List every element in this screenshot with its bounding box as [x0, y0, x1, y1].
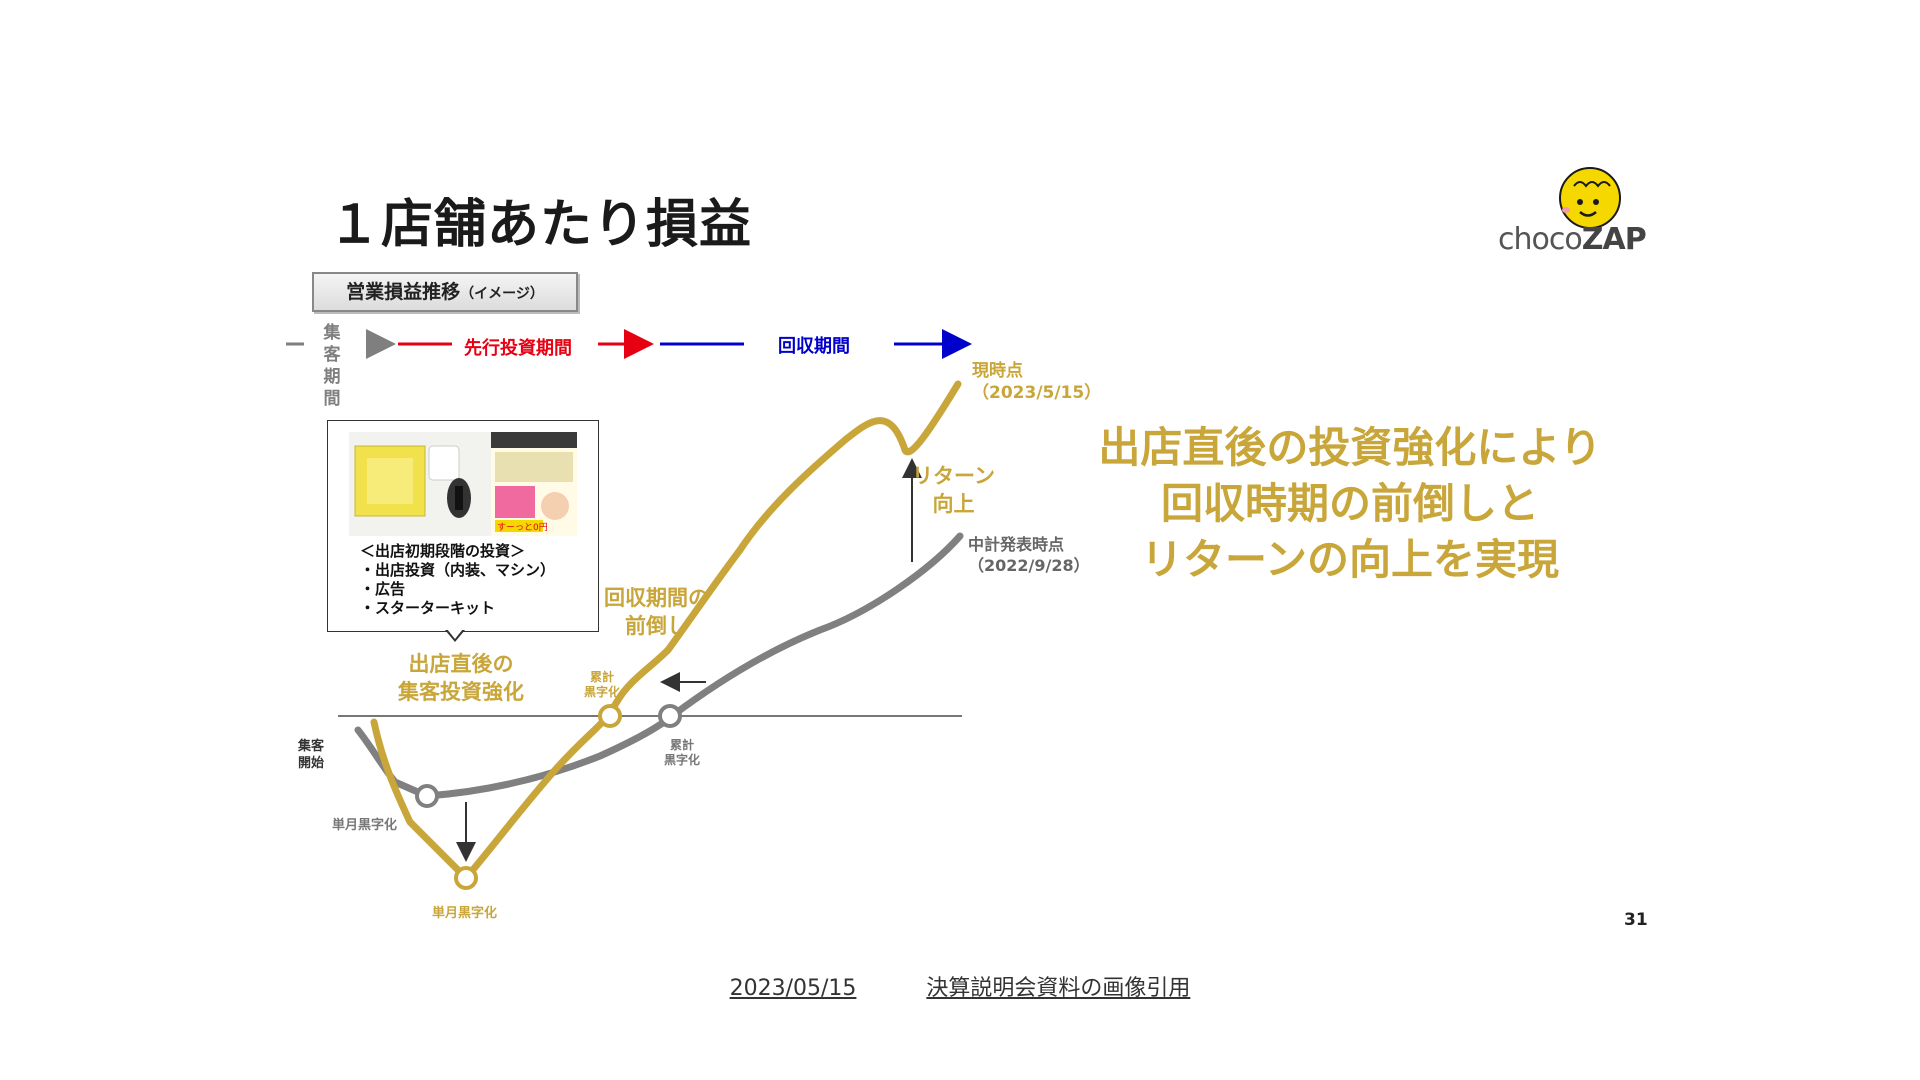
recovery-advance-line2: 前倒し: [625, 614, 688, 638]
current-line: [370, 380, 962, 882]
key-message: 出店直後の投資強化により 回収時期の前倒しと リターンの向上を実現: [1060, 420, 1640, 588]
current-point-date: （2023/5/15）: [972, 383, 1102, 403]
return-up-label: リターン 向上: [912, 462, 995, 518]
current-point-label: 現時点 （2023/5/15）: [972, 360, 1101, 404]
key-message-line3: リターンの向上を実現: [1141, 535, 1559, 584]
callout-item: ・出店投資（内装、マシン）: [360, 561, 556, 579]
page-title: １店舗あたり損益: [328, 195, 753, 255]
cum-black-current-line1: 累計: [590, 670, 615, 684]
invest-strengthen-line1: 出店直後の: [408, 652, 514, 676]
plan-point-label: 中計発表時点 （2022/9/28）: [968, 534, 1090, 576]
return-up-line1: リターン: [912, 464, 995, 488]
page-number: 31: [1624, 910, 1648, 930]
marker-monthly-black-current: [454, 866, 478, 890]
starter-kit-image: すーっと0円: [349, 432, 577, 536]
callout-item: ・広告: [360, 580, 406, 598]
marker-cum-black-current: [598, 704, 622, 728]
cum-black-current-line2: 黒字化: [584, 685, 621, 699]
chart-subtitle: 営業損益推移: [346, 281, 461, 303]
logo-text-right: ZAP: [1581, 222, 1647, 257]
attract-start-line1: 集客: [298, 739, 325, 754]
chart-subtitle-note: （イメージ）: [460, 286, 544, 302]
marker-cum-black-plan: [658, 704, 682, 728]
monthly-black-plan-label: 単月黒字化: [332, 818, 398, 833]
footer-caption: 2023/05/15 決算説明会資料の画像引用: [0, 970, 1920, 1002]
cum-black-plan-line1: 累計: [670, 738, 695, 752]
plan-point-date: （2022/9/28）: [968, 556, 1090, 575]
recovery-advance-label: 回収期間の 前倒し: [604, 584, 709, 640]
period-label-attract: 集客期間: [323, 323, 341, 409]
callout-item: ・スターターキット: [360, 599, 496, 617]
cum-black-current-label: 累計 黒字化: [584, 670, 620, 700]
cum-black-plan-label: 累計 黒字化: [664, 738, 700, 768]
logo-wordmark: chocoZAP: [1498, 222, 1647, 257]
invest-strengthen-label: 出店直後の 集客投資強化: [398, 650, 524, 706]
chart-subtitle-box: 営業損益推移（イメージ）: [312, 272, 578, 312]
marker-monthly-black-plan: [415, 784, 439, 808]
attract-start-label: 集客 開始: [298, 738, 324, 772]
footer-date: 2023/05/15: [729, 976, 857, 1001]
callout-heading: ＜出店初期段階の投資＞: [360, 542, 526, 560]
monthly-black-current-label: 単月黒字化: [432, 906, 498, 921]
attract-start-line2: 開始: [298, 756, 325, 771]
key-message-line1: 出店直後の投資強化により: [1098, 423, 1602, 472]
key-message-line2: 回収時期の前倒しと: [1160, 479, 1539, 528]
recovery-advance-line1: 回収期間の: [604, 586, 709, 610]
period-label-recovery: 回収期間: [778, 336, 850, 357]
callout-pointer-inner: [447, 629, 463, 639]
plan-point-title: 中計発表時点: [968, 535, 1065, 554]
logo-text-left: choco: [1498, 222, 1583, 257]
callout-text: ＜出店初期段階の投資＞ ・出店投資（内装、マシン） ・広告 ・スターターキット: [360, 542, 555, 618]
cum-black-plan-line2: 黒字化: [664, 753, 701, 767]
banner-text: すーっと0円: [497, 522, 548, 533]
period-label-invest: 先行投資期間: [464, 338, 572, 359]
return-up-line2: 向上: [932, 492, 975, 516]
current-point-title: 現時点: [972, 361, 1023, 381]
chocozap-logo-icon: [1559, 167, 1621, 229]
footer-caption-text: 決算説明会資料の画像引用: [926, 976, 1191, 1001]
invest-strengthen-line2: 集客投資強化: [398, 680, 524, 704]
